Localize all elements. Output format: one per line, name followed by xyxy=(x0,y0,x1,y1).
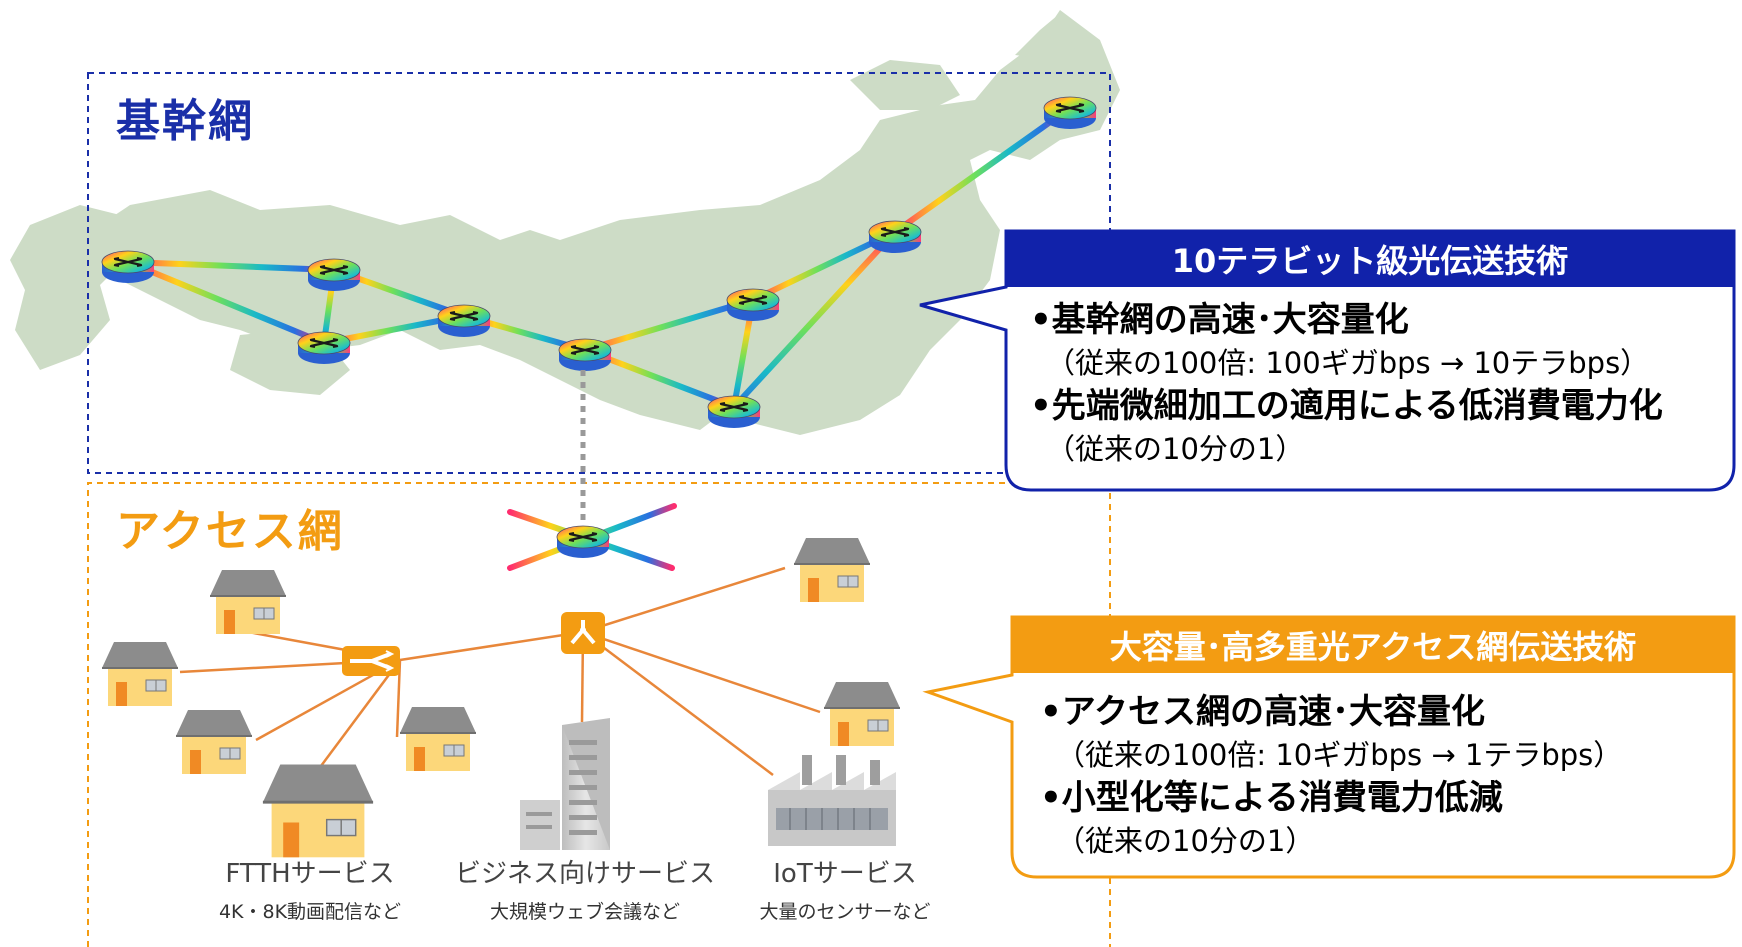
access-callout-body: •アクセス網の高速･大容量化 （従来の100倍: 10ギガbps → 1テラbp… xyxy=(1040,690,1622,862)
service-name: IoTサービス xyxy=(773,859,917,889)
access-section-title: アクセス網 xyxy=(116,506,344,557)
service-example: 大量のセンサーなど xyxy=(759,901,931,923)
access-point-1-detail: （従来の100倍: 10ギガbps → 1テラbps） xyxy=(1056,738,1623,772)
access-router-links xyxy=(507,503,677,618)
router-icon xyxy=(555,524,611,560)
router-icon xyxy=(296,330,352,366)
optical-splitter-icon xyxy=(342,646,400,676)
access-point-1: •アクセス網の高速･大容量化 xyxy=(1040,692,1486,732)
service-example: 4K・8K動画配信など xyxy=(218,901,402,923)
house-icon xyxy=(793,537,871,603)
router-icon xyxy=(1042,95,1098,131)
factory-icon xyxy=(768,755,896,846)
access-callout-bubble xyxy=(922,615,1736,879)
backbone-point-1-detail: （従来の100倍: 100ギガbps → 10テラbps） xyxy=(1046,346,1650,380)
backbone-point-2: •先端微細加工の適用による低消費電力化 xyxy=(1030,386,1663,426)
japan-map xyxy=(10,10,1120,435)
optical-splitter-icon xyxy=(561,612,605,654)
house-icon xyxy=(823,681,901,747)
service-name: FTTHサービス xyxy=(225,859,395,889)
router-icon xyxy=(557,337,613,373)
service-name: ビジネス向けサービス xyxy=(454,859,715,889)
house-icon xyxy=(175,709,253,775)
backbone-point-1: •基幹網の高速･大容量化 xyxy=(1030,300,1409,340)
access-point-2: •小型化等による消費電力低減 xyxy=(1040,778,1503,818)
access-point-2-detail: （従来の10分の1） xyxy=(1056,824,1315,858)
service-label-iot: IoTサービス 大量のセンサーなど xyxy=(740,857,950,927)
router-icon xyxy=(725,287,781,323)
router-icon xyxy=(867,219,923,255)
access-callout-heading: 大容量･高多重光アクセス網伝送技術 xyxy=(1012,617,1734,673)
house-icon xyxy=(209,569,287,635)
backbone-callout-body: •基幹網の高速･大容量化 （従来の100倍: 100ギガbps → 10テラbp… xyxy=(1030,298,1663,470)
house-icon xyxy=(261,763,375,859)
house-icon xyxy=(101,641,179,707)
backbone-callout-bubble xyxy=(919,229,1736,492)
office-building-icon xyxy=(520,718,610,850)
backbone-point-2-detail: （従来の10分の1） xyxy=(1046,432,1305,466)
backbone-callout-heading: 10テラビット級光伝送技術 xyxy=(1006,231,1734,287)
router-icon xyxy=(436,303,492,339)
router-icon xyxy=(306,257,362,293)
service-label-business: ビジネス向けサービス 大規模ウェブ会議など xyxy=(445,857,725,927)
router-icon xyxy=(706,394,762,430)
service-label-ftth: FTTHサービス 4K・8K動画配信など xyxy=(210,857,410,927)
router-icon xyxy=(100,249,156,285)
service-example: 大規模ウェブ会議など xyxy=(489,901,680,923)
house-icon xyxy=(399,706,477,772)
backbone-section-title: 基幹網 xyxy=(116,96,254,147)
